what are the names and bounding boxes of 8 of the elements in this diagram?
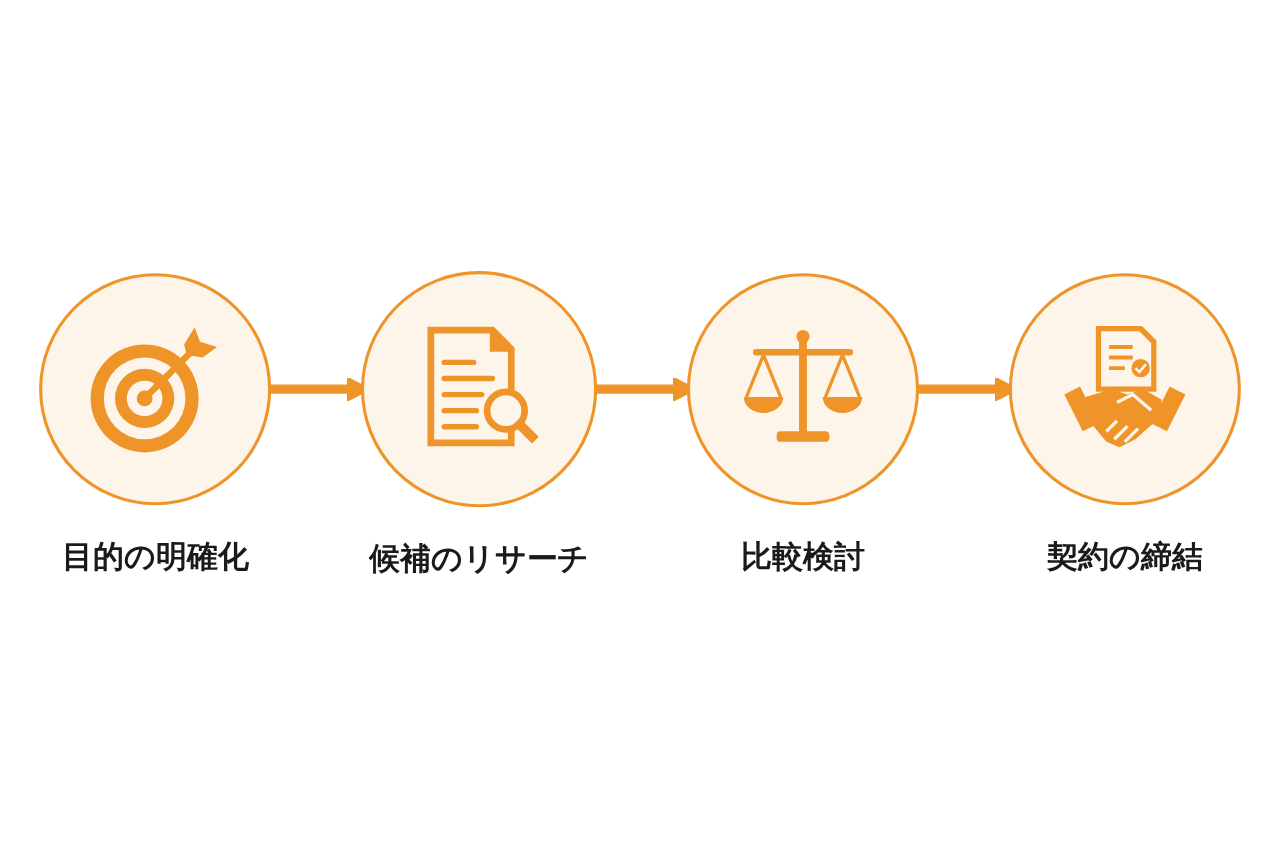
- step-label: 候補のリサーチ: [368, 538, 590, 578]
- node-circle: [360, 270, 598, 507]
- step-label: 比較検討: [740, 536, 866, 576]
- node-circle: [1008, 272, 1241, 505]
- step-label: 契約の締結: [1045, 536, 1204, 576]
- node-circle: [39, 272, 272, 505]
- node-circle: [686, 272, 920, 505]
- step-label: 目的の明確化: [60, 536, 250, 576]
